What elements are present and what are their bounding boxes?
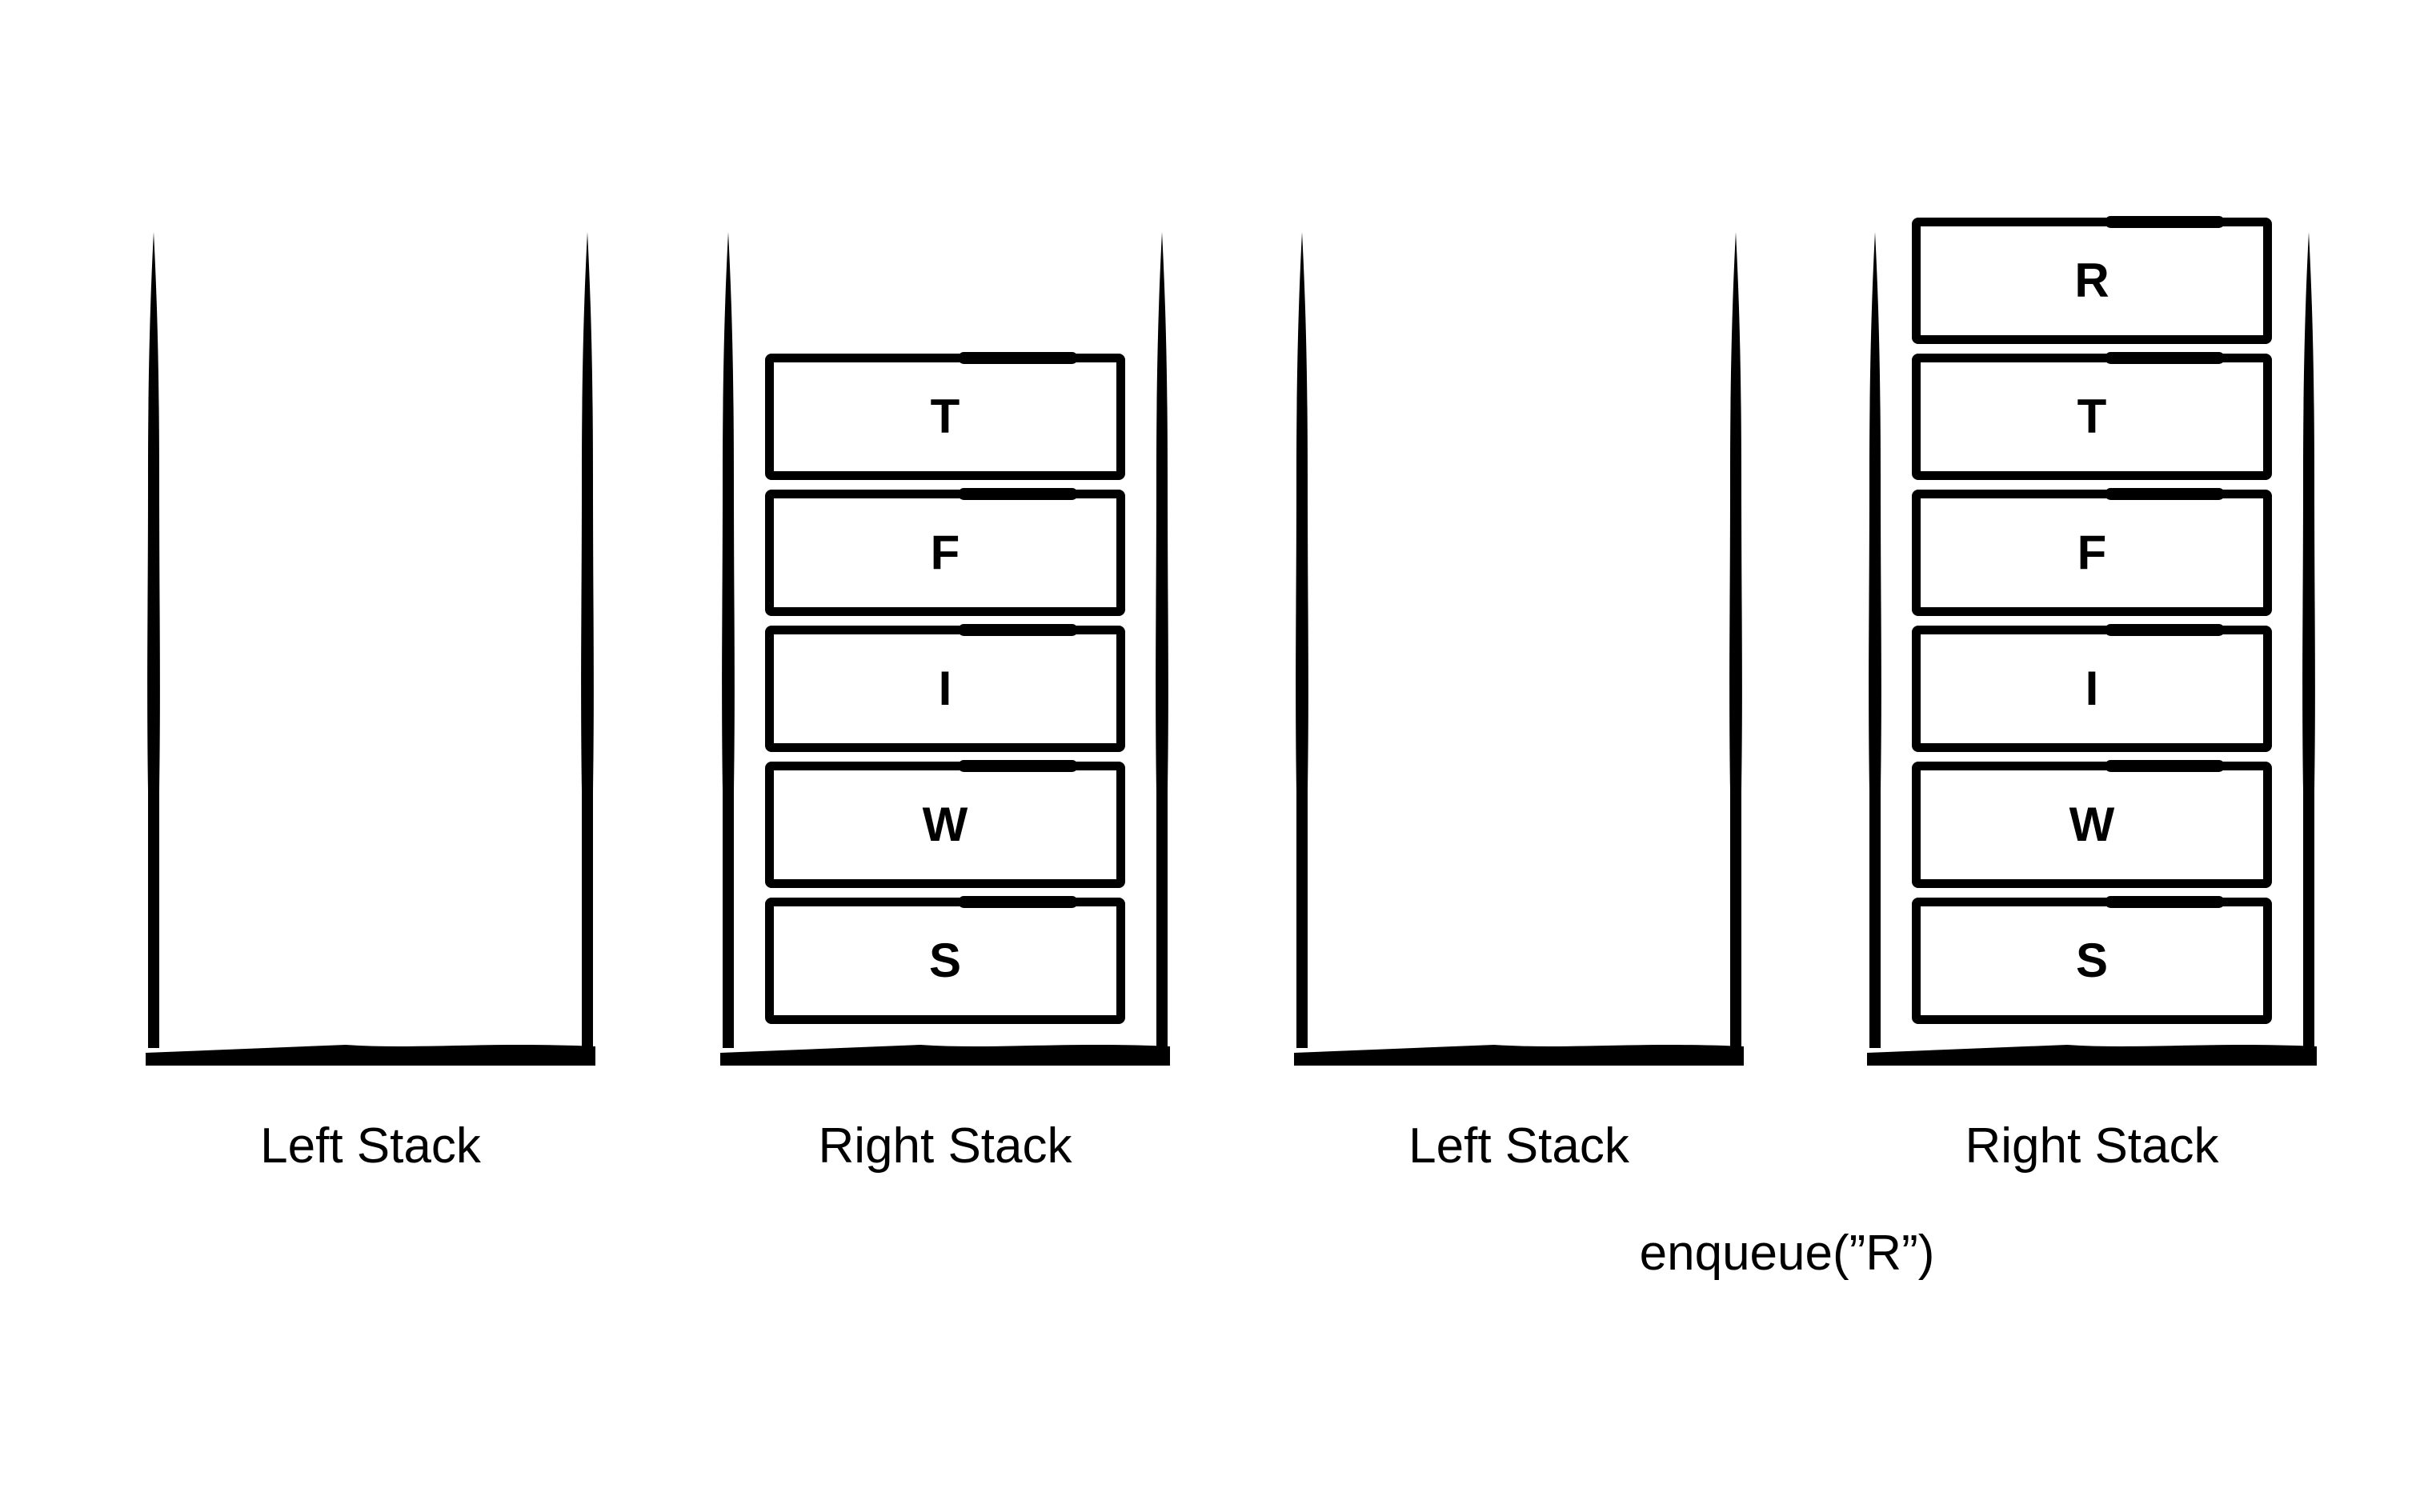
stack-frame xyxy=(1294,232,1744,1066)
stack-label: Left Stack xyxy=(260,1118,481,1174)
queue-item-letter: T xyxy=(2077,390,2107,443)
queue-item-box: T xyxy=(765,352,1125,480)
queue-item-letter: S xyxy=(2075,934,2109,987)
queue-item-box: R xyxy=(1912,216,2272,344)
queue-item-box: W xyxy=(765,760,1125,888)
queue-item-letter: F xyxy=(930,526,960,579)
queue-item-box: F xyxy=(1912,488,2272,616)
stack-label: Right Stack xyxy=(818,1118,1072,1174)
stack-frame xyxy=(146,232,595,1066)
operation-caption: enqueue(”R”) xyxy=(1639,1226,1935,1281)
right-stack-after: R T F I W S xyxy=(1867,216,2317,1066)
queue-item-box: I xyxy=(765,624,1125,752)
queue-item-box: W xyxy=(1912,760,2272,888)
queue-item-box: T xyxy=(1912,352,2272,480)
left-stack-after xyxy=(1294,230,1744,1066)
queue-item-letter: I xyxy=(2085,662,2099,715)
stack-label: Left Stack xyxy=(1408,1118,1629,1174)
left-stack-before xyxy=(146,230,595,1066)
queue-item-box: I xyxy=(1912,624,2272,752)
queue-item-letter: T xyxy=(930,390,960,443)
queue-item-letter: F xyxy=(2077,526,2107,579)
queue-item-box: F xyxy=(765,488,1125,616)
right-stack-before: T F I W S xyxy=(720,230,1170,1066)
queue-item-letter: R xyxy=(2074,254,2109,307)
queue-item-letter: W xyxy=(2069,798,2115,851)
queue-item-letter: S xyxy=(928,934,962,987)
queue-item-box: S xyxy=(1912,896,2272,1024)
queue-item-letter: W xyxy=(922,798,968,851)
stack-label: Right Stack xyxy=(1965,1118,2219,1174)
queue-item-letter: I xyxy=(938,662,952,715)
queue-item-box: S xyxy=(765,896,1125,1024)
